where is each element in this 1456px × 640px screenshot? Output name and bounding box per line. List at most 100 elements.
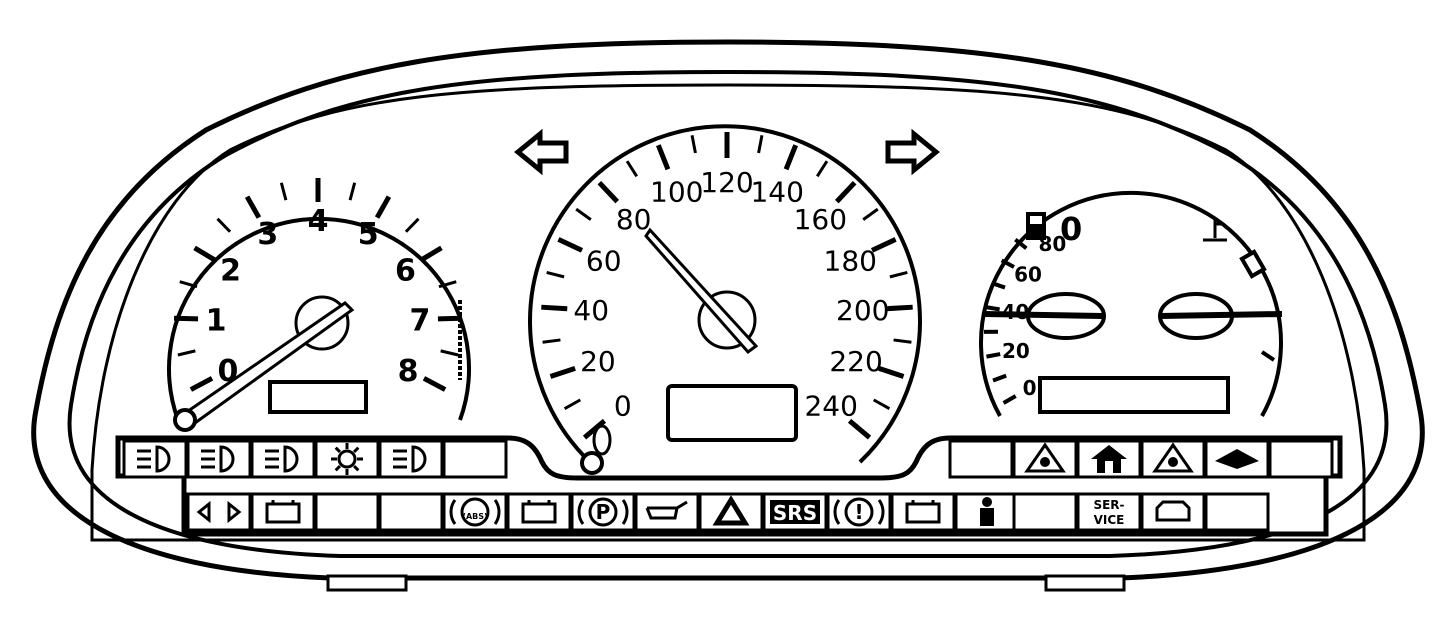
service-icon: SER-VICE	[1093, 498, 1124, 527]
slippery-road-icon	[1152, 442, 1194, 473]
battery-icon	[905, 500, 941, 524]
indicator-lamp	[122, 439, 188, 479]
tachometer-tick	[437, 315, 463, 322]
speedometer-tick	[563, 398, 582, 410]
fuel-gauge-tick	[1000, 258, 1015, 269]
home-icon	[1091, 445, 1127, 473]
indicator-lamp	[186, 439, 252, 479]
coolant-temperature-icon	[1203, 218, 1227, 242]
side-light-icon	[331, 443, 363, 475]
front-fog-light-icon	[201, 445, 235, 473]
indicator-lamp: (ABS)	[442, 492, 508, 532]
temp-needle	[1158, 292, 1283, 340]
low-beam-icon	[393, 445, 427, 473]
speedometer-stop	[592, 424, 612, 456]
srs-airbag-icon: SRS	[770, 500, 820, 525]
tachometer-tick	[404, 217, 420, 233]
speedometer-tick	[575, 207, 592, 221]
fuel-gauge-tick	[985, 305, 1000, 312]
speedometer-label: 180	[824, 245, 877, 278]
indicator-lamp	[1204, 439, 1270, 479]
indicator-lamp	[1140, 439, 1206, 479]
fuel-gauge-label: 60	[1014, 263, 1042, 287]
speedometer-label: 80	[616, 203, 652, 236]
indicator-lamp	[948, 439, 1014, 479]
speedometer-tick	[546, 271, 565, 279]
speedometer-needle-pivot	[580, 451, 604, 475]
check-engine-icon	[1155, 500, 1191, 522]
indicator-lamp	[1268, 439, 1334, 479]
warning-triangle-icon	[712, 495, 750, 526]
speedometer-needle	[644, 227, 759, 355]
speedometer-label: 120	[700, 166, 753, 199]
indicator-lamp	[378, 439, 444, 479]
indicator-lamp: SRS	[762, 492, 828, 532]
indicator-lamp	[1076, 439, 1142, 479]
odometer-display	[666, 384, 798, 442]
fuel-temp-dial	[979, 190, 1283, 417]
tachometer-tick	[438, 280, 457, 289]
speedometer-tick	[872, 398, 891, 410]
speedometer-tick	[541, 304, 568, 312]
indicator-lamp	[314, 439, 380, 479]
washer-fluid-icon	[1215, 449, 1259, 469]
right-turn-arrow-icon	[885, 128, 940, 176]
high-beam-icon	[265, 445, 299, 473]
speedometer-tick	[597, 180, 620, 204]
mount-tab-left	[326, 574, 408, 592]
tachometer-tick	[244, 195, 262, 219]
speedometer-label: 220	[829, 345, 882, 378]
oil-pressure-icon	[645, 500, 688, 520]
indicator-lamp	[954, 492, 1020, 532]
indicator-lamp	[250, 439, 316, 479]
speedometer-tick	[625, 160, 638, 178]
seatbelt-icon	[980, 497, 994, 526]
speedometer-label: 160	[794, 203, 847, 236]
speedometer-tick	[690, 135, 697, 154]
fuel-gauge-tick	[991, 281, 1006, 290]
turn-signal-icon	[196, 500, 242, 524]
indicator-lamp: !	[826, 492, 892, 532]
indicator-lamp	[1204, 492, 1270, 532]
indicator-lamp	[378, 492, 444, 532]
speedometer-tick	[542, 338, 561, 344]
fuel-pump-icon	[1026, 212, 1046, 240]
tachometer-label: 4	[308, 204, 329, 239]
traction-control-icon	[1024, 442, 1066, 473]
speedometer-label: 0	[614, 389, 632, 422]
fuel-gauge-label: 20	[1002, 339, 1030, 363]
parking-brake-icon: P	[577, 497, 629, 527]
speedometer-tick	[847, 418, 872, 440]
fuel-needle	[983, 292, 1106, 340]
temp-hot-marker	[1239, 249, 1267, 279]
svg-text:VICE: VICE	[1094, 513, 1125, 527]
tachometer-label: 1	[206, 303, 227, 338]
tachometer-tick	[279, 182, 288, 201]
tachometer-needle-pivot	[173, 408, 197, 432]
tachometer-tick	[177, 349, 196, 357]
indicator-lamp	[250, 492, 316, 532]
speedometer-tick	[783, 144, 798, 171]
tachometer-tick	[216, 217, 232, 233]
speedometer-tick	[862, 207, 879, 221]
speedometer-label: 140	[750, 176, 803, 209]
left-turn-arrow-icon	[514, 128, 569, 176]
brake-warning-icon: !	[833, 497, 885, 527]
tachometer-tick	[193, 245, 217, 263]
tachometer-ticks	[173, 178, 463, 392]
fuel-gauge-ticks	[983, 220, 1044, 405]
tachometer-label: 8	[398, 354, 419, 389]
warning-lamps: (ABS) P SRS! SER-VICE	[122, 439, 1334, 532]
speedometer-tick	[886, 304, 913, 312]
svg-text:SER-: SER-	[1093, 498, 1124, 512]
indicator-lamp	[890, 492, 956, 532]
speedometer-tick	[816, 160, 829, 178]
indicator-lamp	[442, 439, 508, 479]
tachometer-label: 7	[410, 303, 431, 338]
